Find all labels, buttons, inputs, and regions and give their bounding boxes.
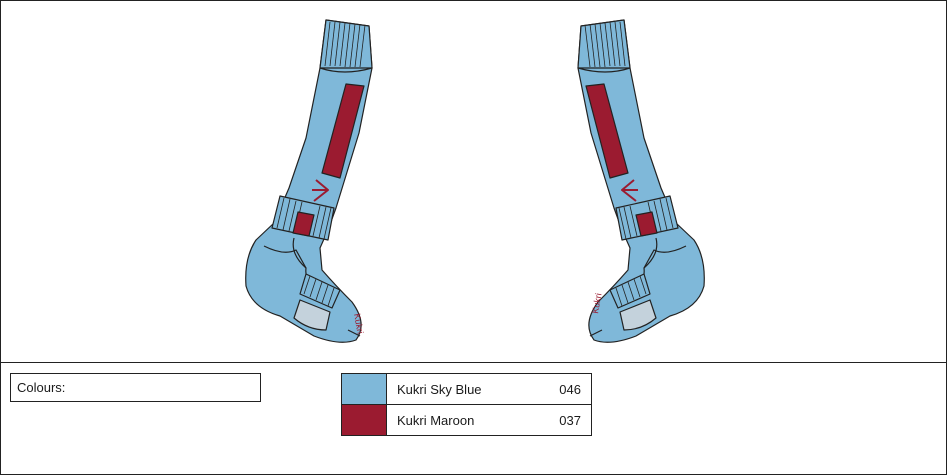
- colour-footer: Colours: Kukri Sky Blue 046 Kukri Maroon…: [0, 362, 947, 475]
- colour-legend-table: Kukri Sky Blue 046 Kukri Maroon 037: [341, 373, 592, 436]
- left-sock-stripe-upper: [321, 83, 365, 179]
- colour-row-maroon: Kukri Maroon 037: [342, 404, 591, 435]
- colour-code: 037: [559, 412, 581, 428]
- colour-name: Kukri Sky Blue: [397, 381, 482, 397]
- right-sock-kukri-logo: [621, 179, 638, 202]
- left-sock-cuff-ribs: [324, 21, 366, 68]
- colour-swatch: [342, 374, 387, 404]
- colour-name: Kukri Maroon: [397, 412, 475, 428]
- left-sock-body: [245, 19, 373, 343]
- left-sock-kukri-logo: [312, 179, 329, 202]
- colour-code: 046: [559, 381, 581, 397]
- right-sock-toe-cap: [619, 299, 657, 331]
- right-sock-toe-logo: Kukri: [590, 292, 603, 314]
- left-sock-illustration: Kukri: [245, 19, 373, 343]
- colour-swatch: [342, 405, 387, 435]
- right-sock-body: [577, 19, 705, 343]
- right-sock-illustration: Kukri: [577, 19, 705, 343]
- right-sock-cuff-ribs: [584, 21, 626, 68]
- left-sock-stripe-lower: [292, 211, 315, 237]
- right-sock-stripe-lower: [635, 211, 658, 237]
- left-sock-toe-cap: [293, 299, 331, 331]
- colour-row-sky-blue: Kukri Sky Blue 046: [342, 374, 591, 404]
- left-sock-toe-logo: Kukri: [352, 313, 365, 335]
- sock-design-canvas: Kukri: [0, 0, 947, 362]
- right-sock-stripe-upper: [585, 83, 629, 179]
- colours-label: Colours:: [10, 373, 261, 402]
